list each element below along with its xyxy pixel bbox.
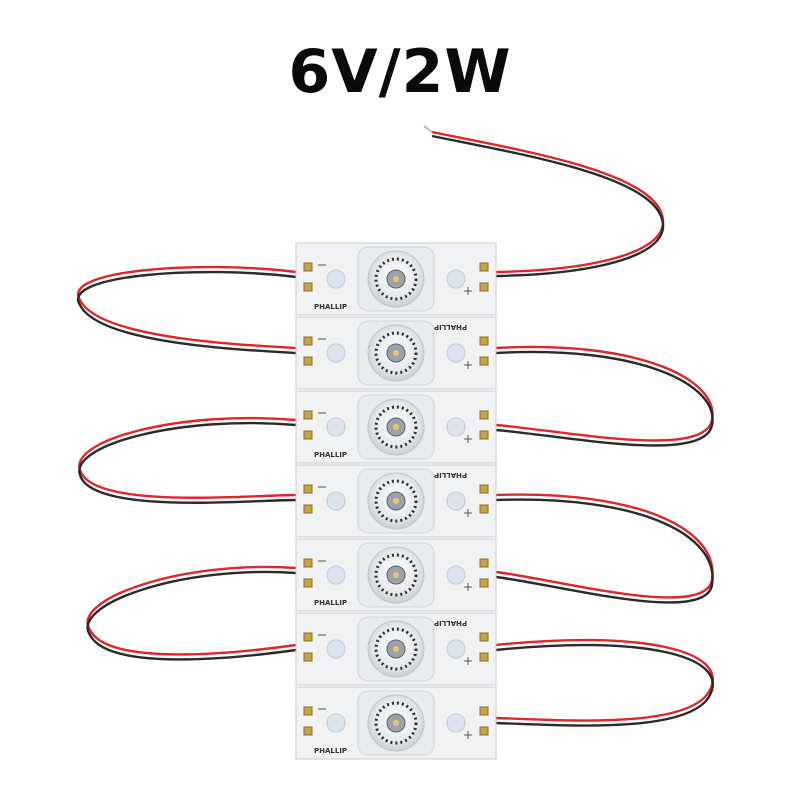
solder-pad xyxy=(303,578,313,588)
diffuser-dot xyxy=(446,639,466,659)
led-module: PHALLIP xyxy=(295,686,497,760)
led-die xyxy=(393,720,399,726)
led-ring xyxy=(374,405,418,449)
wire-harness xyxy=(76,125,714,727)
solder-pad xyxy=(479,484,489,494)
diffuser-dot xyxy=(446,491,466,511)
solder-pad xyxy=(479,706,489,716)
solder-pad xyxy=(303,430,313,440)
solder-pad xyxy=(479,632,489,642)
red-wire xyxy=(76,265,297,350)
led-ring xyxy=(374,257,418,301)
solder-pad xyxy=(479,282,489,292)
diffuser-dot xyxy=(446,565,466,585)
led-module: PHALLIP xyxy=(295,464,497,538)
solder-pad xyxy=(303,262,313,272)
led-die xyxy=(393,424,399,430)
led-module: PHALLIP xyxy=(295,390,497,464)
black-wire xyxy=(431,134,665,278)
diffuser-dot xyxy=(326,639,346,659)
brand-label: PHALLIP xyxy=(314,451,347,459)
led-ring xyxy=(374,331,418,375)
led-ring xyxy=(374,627,418,671)
solder-pad xyxy=(303,726,313,736)
product-title: 6V/2W xyxy=(288,37,512,107)
solder-pad xyxy=(479,504,489,514)
solder-pad xyxy=(479,558,489,568)
black-wire xyxy=(76,270,297,355)
brand-label: PHALLIP xyxy=(434,471,467,479)
solder-pad xyxy=(303,652,313,662)
solder-pad xyxy=(303,282,313,292)
brand-label: PHALLIP xyxy=(434,619,467,627)
solder-pad xyxy=(479,430,489,440)
diffuser-dot xyxy=(326,713,346,733)
brand-label: PHALLIP xyxy=(314,303,347,311)
solder-pad xyxy=(479,262,489,272)
solder-pad xyxy=(303,558,313,568)
diffuser-dot xyxy=(326,269,346,289)
solder-pad xyxy=(303,484,313,494)
led-ring xyxy=(374,553,418,597)
diffuser-dot xyxy=(326,491,346,511)
diffuser-dot xyxy=(446,713,466,733)
solder-pad xyxy=(303,632,313,642)
solder-pad xyxy=(479,726,489,736)
red-wire xyxy=(495,638,714,722)
led-module: PHALLIP xyxy=(295,316,497,390)
solder-pad xyxy=(303,356,313,366)
diffuser-dot xyxy=(446,269,466,289)
led-ring xyxy=(374,701,418,745)
diffuser-dot xyxy=(326,565,346,585)
diffuser-dot xyxy=(446,343,466,363)
black-wire xyxy=(86,570,297,661)
solder-pad xyxy=(479,410,489,420)
diffuser-dot xyxy=(326,417,346,437)
led-module: PHALLIP xyxy=(295,612,497,686)
led-module: PHALLIP xyxy=(295,538,497,612)
led-die xyxy=(393,572,399,578)
led-die xyxy=(393,646,399,652)
solder-pad xyxy=(303,410,313,420)
black-wire xyxy=(495,643,714,727)
solder-pad xyxy=(479,578,489,588)
led-die xyxy=(393,350,399,356)
led-module: PHALLIP xyxy=(295,242,497,316)
brand-label: PHALLIP xyxy=(314,599,347,607)
solder-pad xyxy=(303,504,313,514)
bare-wire-end xyxy=(423,125,433,133)
red-wire xyxy=(431,130,665,274)
solder-pad xyxy=(479,356,489,366)
solder-pad xyxy=(479,652,489,662)
red-wire xyxy=(495,345,714,442)
black-wire xyxy=(78,421,297,504)
led-module-column: PHALLIP PHALLIP PHALLIP PHALLIP PHALLIP PHALL… xyxy=(295,242,497,760)
diffuser-dot xyxy=(446,417,466,437)
solder-pad xyxy=(479,336,489,346)
brand-label: PHALLIP xyxy=(314,747,347,755)
black-wire xyxy=(495,498,714,604)
black-wire xyxy=(495,350,714,447)
led-ring xyxy=(374,479,418,523)
solder-pad xyxy=(303,336,313,346)
diffuser-dot xyxy=(326,343,346,363)
led-die xyxy=(393,498,399,504)
red-wire xyxy=(78,416,297,499)
brand-label: PHALLIP xyxy=(434,323,467,331)
solder-pad xyxy=(303,706,313,716)
led-die xyxy=(393,276,399,282)
red-wire xyxy=(86,565,297,656)
